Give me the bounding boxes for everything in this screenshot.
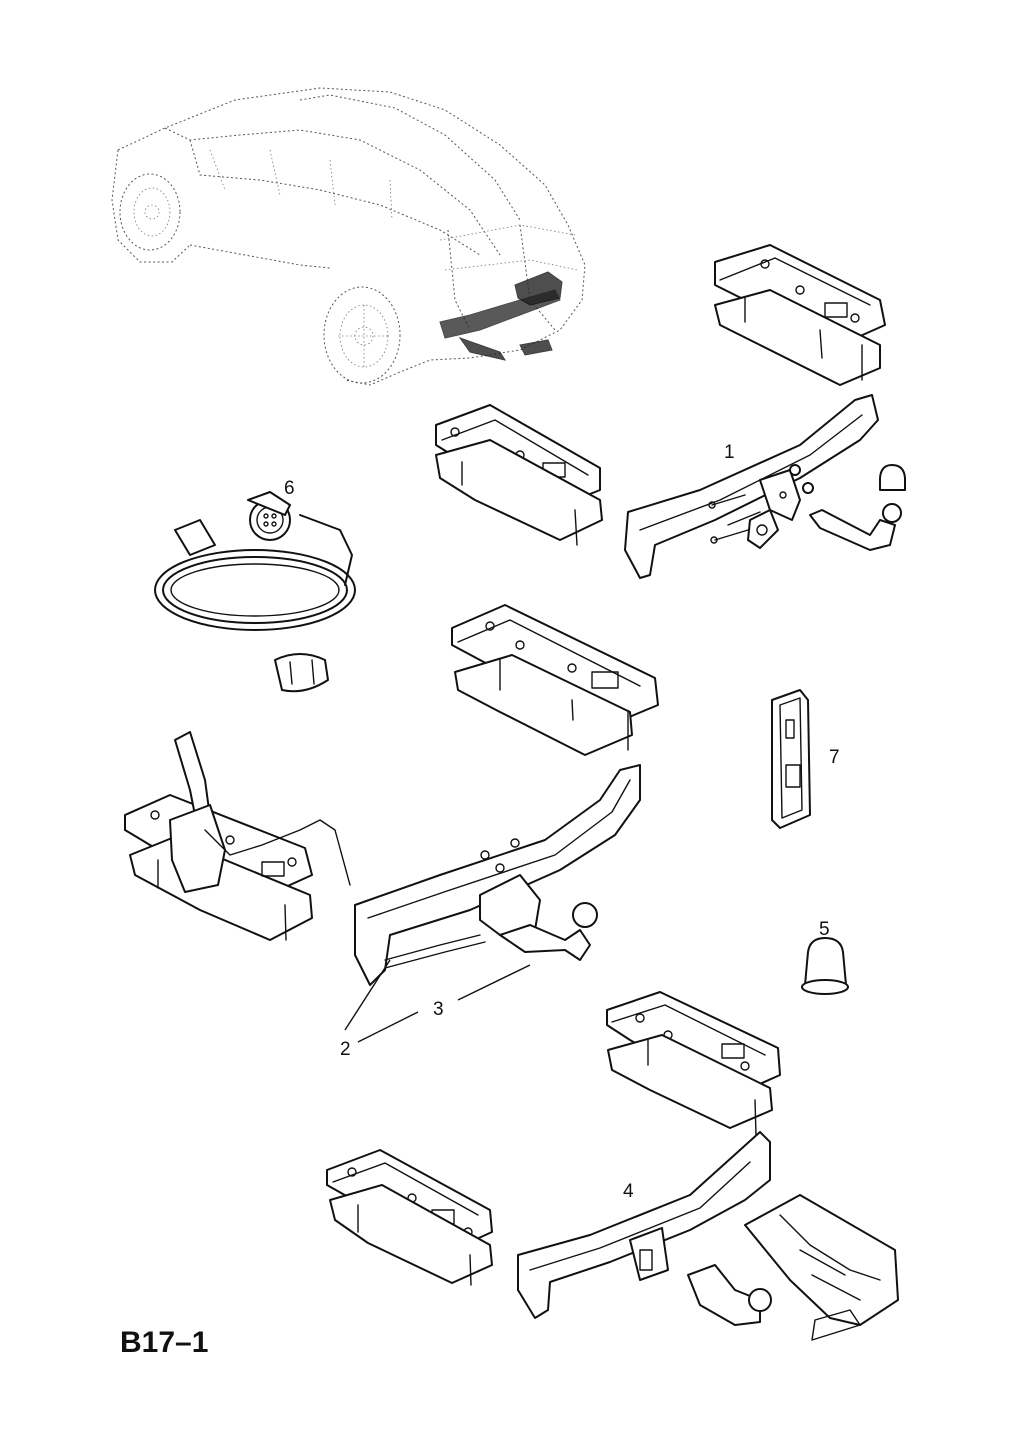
callout-1: 1 bbox=[724, 442, 735, 463]
wiring-harness-socket bbox=[154, 491, 356, 693]
vehicle-outline bbox=[111, 87, 586, 386]
callout-7: 7 bbox=[829, 747, 840, 768]
callout-6: 6 bbox=[284, 478, 295, 499]
tow-bar-assembly-fixed bbox=[435, 244, 906, 579]
callout-3: 3 bbox=[433, 999, 444, 1020]
tow-bar-assembly-detachable bbox=[124, 604, 659, 986]
callouts: 1 2 3 4 5 6 7 bbox=[284, 442, 840, 1202]
tow-bar-base-frame bbox=[326, 991, 899, 1341]
figure-code: B17–1 bbox=[120, 1326, 208, 1359]
part-7-holder bbox=[771, 689, 811, 829]
part-5-ball-cap bbox=[801, 937, 849, 995]
callout-5: 5 bbox=[819, 919, 830, 940]
leader-lines bbox=[344, 959, 531, 1043]
callout-4: 4 bbox=[623, 1181, 634, 1202]
callout-2: 2 bbox=[340, 1039, 351, 1060]
